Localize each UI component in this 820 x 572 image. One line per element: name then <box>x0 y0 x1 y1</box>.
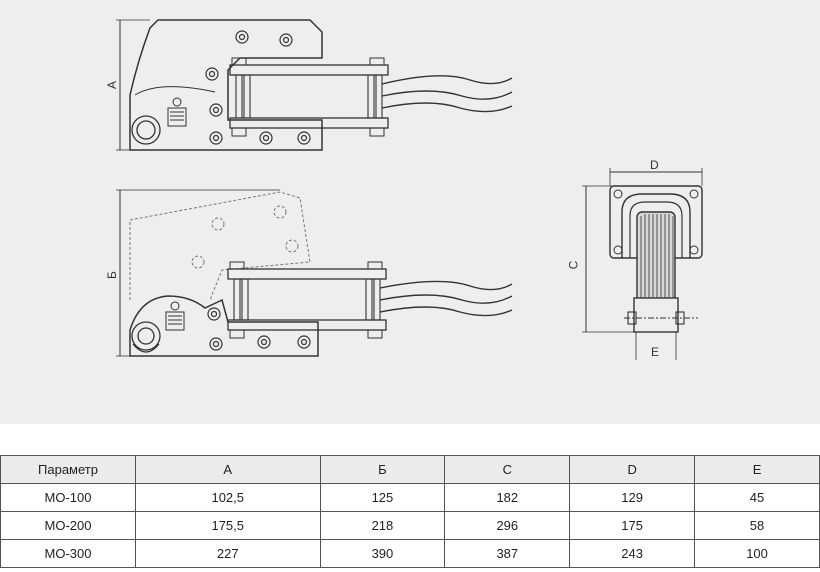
table-cell: 296 <box>444 511 571 540</box>
table-cell: 182 <box>444 483 571 512</box>
table-header-row: Параметр A Б C D E <box>0 455 820 484</box>
table-cell: 125 <box>319 483 446 512</box>
bottom-view-open <box>116 189 513 357</box>
table-row: МО-100 102,5 125 182 129 45 <box>0 483 820 512</box>
table-cell: 175 <box>569 511 696 540</box>
dim-label-e: E <box>651 345 660 359</box>
table-row: МО-300 227 390 387 243 100 <box>0 539 820 568</box>
table-cell: МО-200 <box>0 511 136 540</box>
table-cell: 218 <box>319 511 446 540</box>
table-cell: 175,5 <box>135 511 321 540</box>
front-view <box>582 168 703 360</box>
table-cell: 387 <box>444 539 571 568</box>
header-cell-e: E <box>694 455 820 484</box>
table-cell: 243 <box>569 539 696 568</box>
dim-label-c: C <box>566 260 581 270</box>
table-cell: МО-300 <box>0 539 136 568</box>
dim-label-b: Б <box>104 271 119 279</box>
table-cell: 45 <box>694 483 820 512</box>
technical-drawing: A Б C D E <box>0 0 820 424</box>
top-view-closed <box>116 19 513 151</box>
header-cell-b: Б <box>319 455 446 484</box>
header-cell-c: C <box>444 455 571 484</box>
table-cell: МО-100 <box>0 483 136 512</box>
header-cell-a: A <box>135 455 321 484</box>
table-cell: 227 <box>135 539 321 568</box>
table-cell: 100 <box>694 539 820 568</box>
header-cell-parameter: Параметр <box>0 455 136 484</box>
dim-label-a: A <box>105 80 120 90</box>
table-cell: 390 <box>319 539 446 568</box>
table-cell: 58 <box>694 511 820 540</box>
table-cell: 129 <box>569 483 696 512</box>
spec-table: Параметр A Б C D E МО-100 102,5 125 182 … <box>0 455 820 568</box>
dim-label-d: D <box>650 158 659 172</box>
header-cell-d: D <box>569 455 696 484</box>
table-cell: 102,5 <box>135 483 321 512</box>
drawing-svg <box>116 19 703 360</box>
table-row: МО-200 175,5 218 296 175 58 <box>0 511 820 540</box>
